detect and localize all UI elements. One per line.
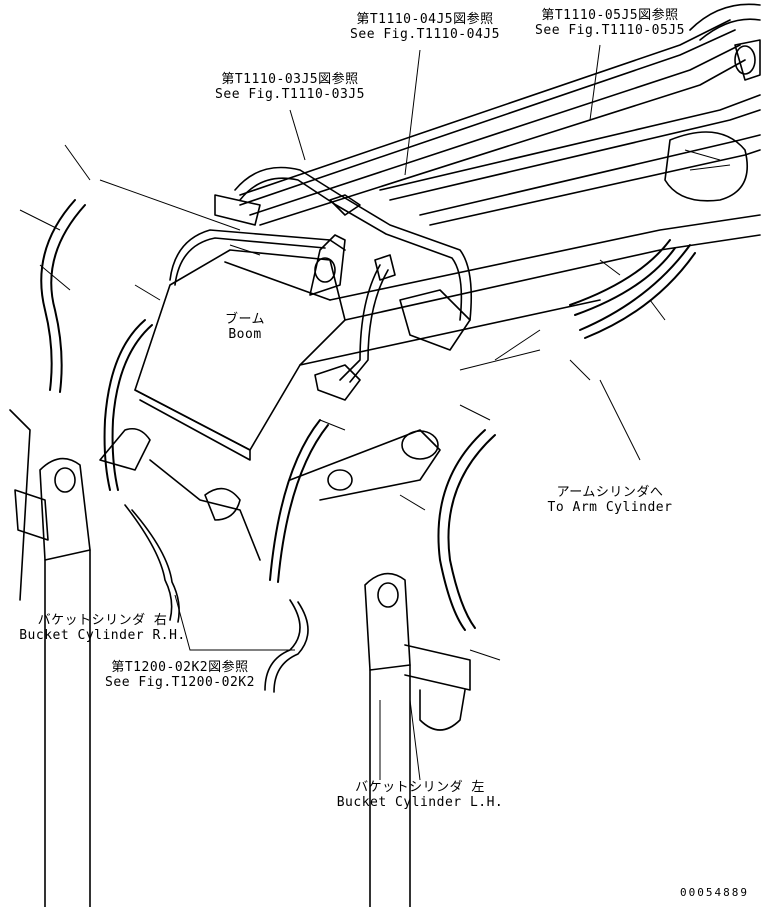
arm-cylinder-label-jp: アームシリンダへ	[556, 485, 664, 500]
bucket-lh-label-jp: バケットシリンダ 左	[355, 780, 485, 795]
drawing-number: 00054889	[680, 886, 749, 899]
bucket-cylinder-lh-label: バケットシリンダ 左 Bucket Cylinder L.H.	[320, 780, 520, 810]
ref-label-03j5: 第T1110-03J5図参照 See Fig.T1110-03J5	[195, 72, 385, 102]
bucket-cylinder-rh-label: バケットシリンダ 右 Bucket Cylinder R.H.	[0, 613, 205, 643]
arm-cylinder-label-en: To Arm Cylinder	[547, 500, 673, 515]
upper-hydraulic-lines	[239, 3, 761, 226]
arm-cylinder-label: アームシリンダへ To Arm Cylinder	[535, 485, 685, 515]
bucket-lh-label-en: Bucket Cylinder L.H.	[336, 795, 504, 810]
hoses	[40, 199, 696, 693]
ref-02k2-en: See Fig.T1200-02K2	[105, 675, 255, 690]
bucket-rh-label-jp: バケットシリンダ 右	[37, 613, 168, 628]
boom-pipes	[169, 166, 473, 401]
ref-05j5-en: See Fig.T1110-05J5	[535, 23, 685, 38]
bucket-cylinder-rh	[9, 409, 91, 907]
boom-body	[99, 214, 761, 561]
ref-label-02k2: 第T1200-02K2図参照 See Fig.T1200-02K2	[85, 660, 275, 690]
ref-04j5-jp: 第T1110-04J5図参照	[356, 12, 494, 27]
ref-02k2-jp: 第T1200-02K2図参照	[111, 660, 249, 675]
ref-label-04j5: 第T1110-04J5図参照 See Fig.T1110-04J5	[330, 12, 520, 42]
ref-label-05j5: 第T1110-05J5図参照 See Fig.T1110-05J5	[515, 8, 705, 38]
detail-inset	[664, 131, 749, 202]
boom-label: ブーム Boom	[210, 312, 280, 342]
ref-03j5-en: See Fig.T1110-03J5	[215, 87, 365, 102]
boom-label-en: Boom	[228, 327, 262, 342]
bucket-rh-label-en: Bucket Cylinder R.H.	[19, 628, 186, 643]
boom-label-jp: ブーム	[224, 312, 266, 327]
ref-04j5-en: See Fig.T1110-04J5	[350, 27, 500, 42]
leader-lines	[19, 44, 666, 781]
ref-03j5-jp: 第T1110-03J5図参照	[221, 72, 359, 87]
ref-05j5-jp: 第T1110-05J5図参照	[541, 8, 679, 23]
bucket-cylinder-lh	[364, 572, 471, 907]
